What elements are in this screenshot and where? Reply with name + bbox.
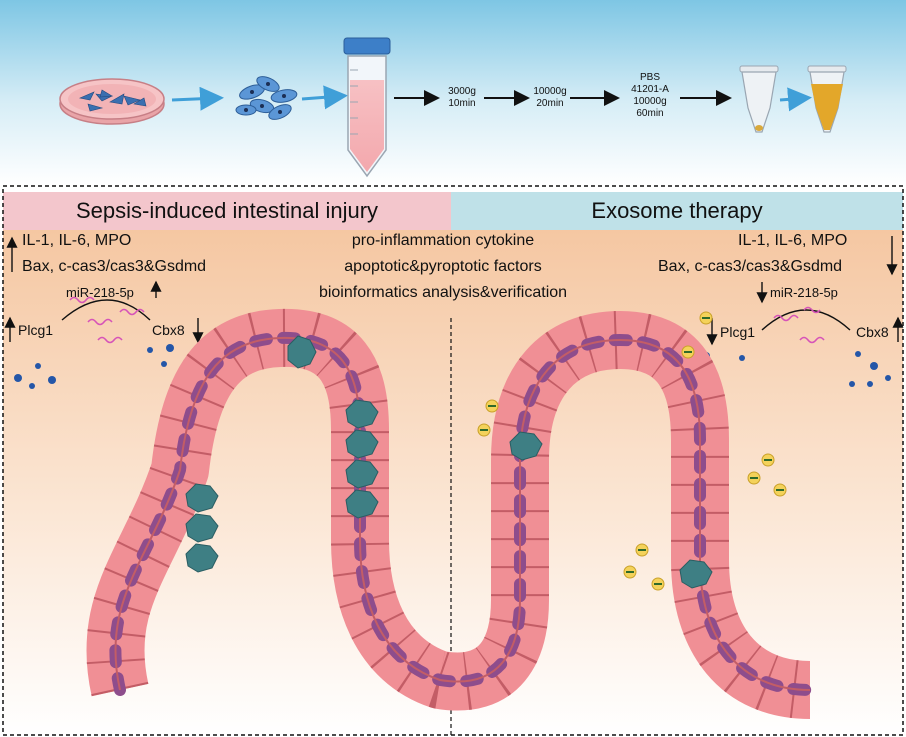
right-apoptosis: Bax, c-cas3/cas3&Gsdmd xyxy=(658,258,843,275)
mirna-arc-right xyxy=(761,309,851,331)
center-line-3: bioinformatics analysis&verification xyxy=(318,284,568,301)
dashed-frame xyxy=(2,185,904,736)
right-title-banner xyxy=(451,192,903,230)
left-cytokines: IL-1, IL-6, MPO xyxy=(22,232,132,249)
cells-icon xyxy=(235,76,298,120)
pellet-tube-icon xyxy=(739,65,779,133)
center-line-2: apoptotic&pyroptotic factors xyxy=(344,258,542,275)
left-panel-title: Sepsis-induced intestinal injury xyxy=(75,198,379,223)
center-line-1: pro-inflammation cytokine xyxy=(351,232,535,249)
flow-arrow-1 xyxy=(171,86,224,111)
right-cbx8: Cbx8 xyxy=(856,324,889,340)
right-mirna: miR-218-5p xyxy=(770,285,838,300)
exosome-tube-icon xyxy=(807,65,847,133)
mirna-strands xyxy=(69,296,825,344)
right-panel-title: Exosome therapy xyxy=(591,198,763,223)
damaged-cells xyxy=(185,335,713,589)
flow-arrow-2 xyxy=(301,85,348,110)
petri-dish-icon xyxy=(59,78,165,125)
mirna-arc-left xyxy=(61,299,151,321)
flow-arrow-3 xyxy=(779,87,812,112)
left-cbx8: Cbx8 xyxy=(152,322,185,338)
right-plcg1: Plcg1 xyxy=(720,324,756,340)
left-title-banner xyxy=(3,192,451,230)
intestinal-epithelium xyxy=(86,308,816,719)
left-mirna: miR-218-5p xyxy=(66,285,134,300)
right-cytokines: IL-1, IL-6, MPO xyxy=(738,232,848,249)
centrifuge-tube-icon xyxy=(343,37,391,178)
cytokine-dots xyxy=(14,344,891,389)
left-apoptosis: Bax, c-cas3/cas3&Gsdmd xyxy=(22,258,207,275)
exosomes xyxy=(477,311,787,591)
left-plcg1: Plcg1 xyxy=(18,322,54,338)
